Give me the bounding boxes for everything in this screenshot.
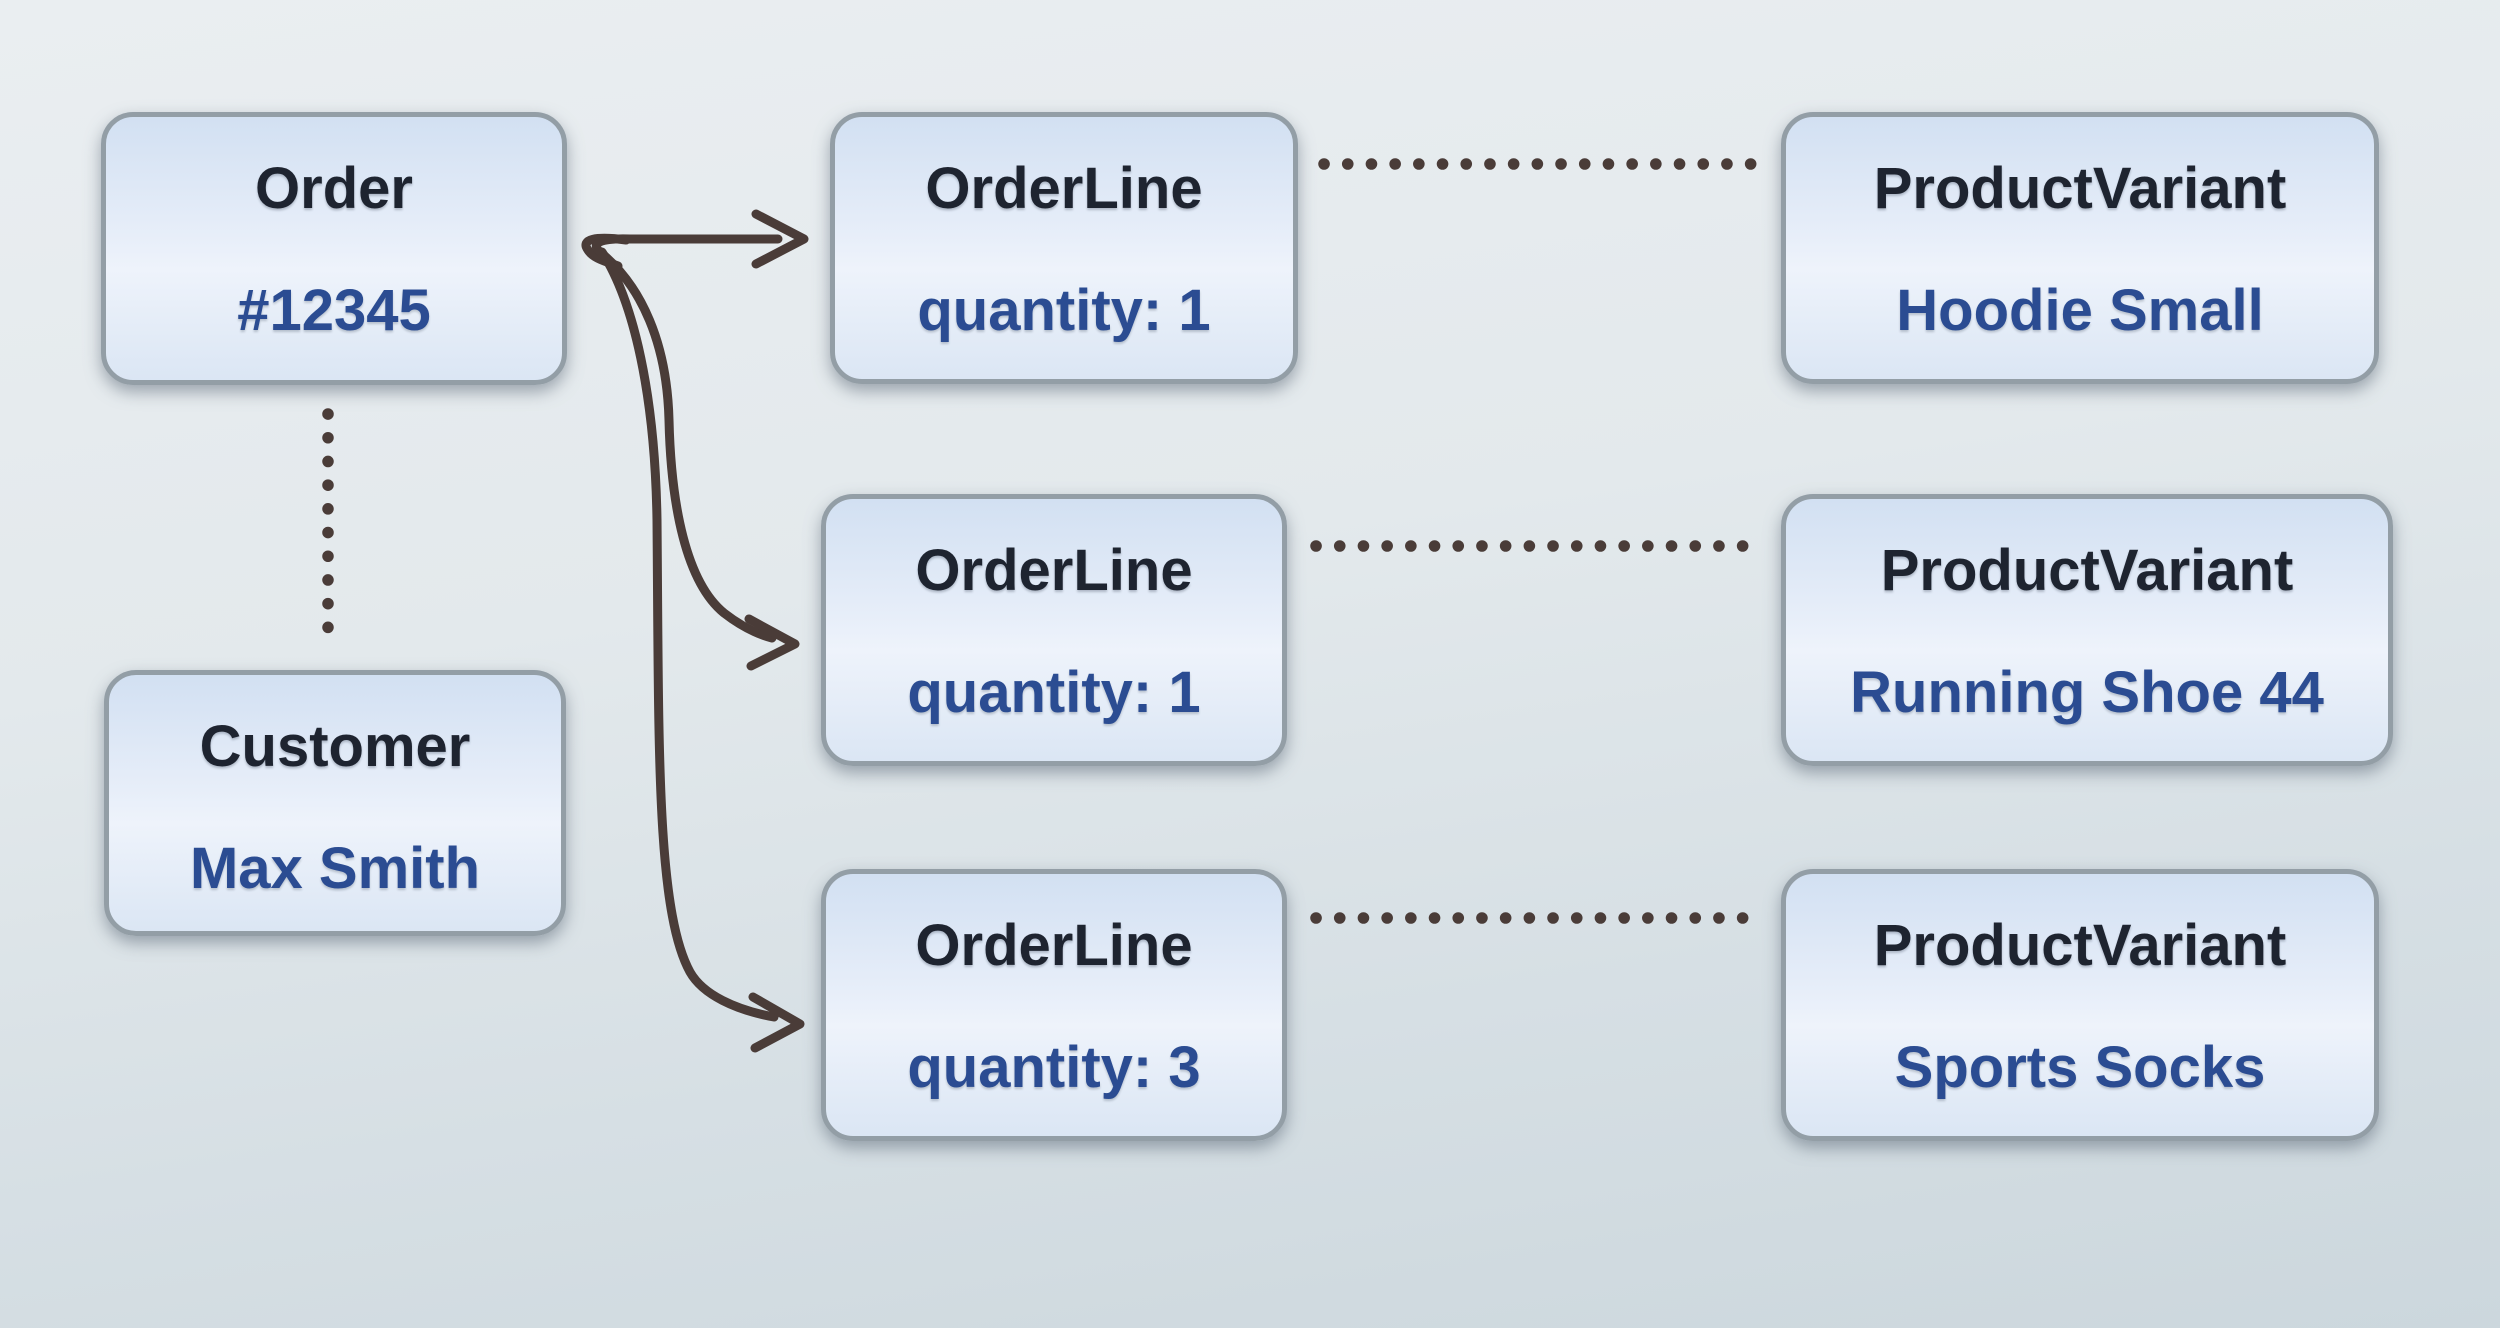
edge-order-orderline-2-head bbox=[744, 614, 800, 671]
node-value: Max Smith bbox=[189, 836, 481, 901]
node-value: Hoodie Small bbox=[1896, 278, 2264, 343]
node-value: #12345 bbox=[237, 278, 431, 343]
edge-order-orderline-2 bbox=[595, 247, 777, 643]
node-title: ProductVariant bbox=[1873, 913, 2287, 978]
node-value: quantity: 1 bbox=[917, 278, 1211, 343]
node-title: Order bbox=[255, 156, 413, 221]
node-value: quantity: 3 bbox=[907, 1035, 1201, 1100]
node-title: Customer bbox=[199, 714, 471, 779]
node-title: OrderLine bbox=[915, 538, 1193, 603]
node-title: OrderLine bbox=[915, 913, 1193, 978]
node-orderline-3: OrderLine quantity: 3 bbox=[821, 869, 1287, 1141]
node-title: ProductVariant bbox=[1880, 538, 2294, 603]
node-orderline-1: OrderLine quantity: 1 bbox=[830, 112, 1298, 384]
node-title: ProductVariant bbox=[1873, 156, 2287, 221]
node-productvariant-1: ProductVariant Hoodie Small bbox=[1781, 112, 2379, 384]
node-value: Running Shoe 44 bbox=[1850, 660, 2324, 725]
node-productvariant-2: ProductVariant Running Shoe 44 bbox=[1781, 494, 2393, 766]
node-value: quantity: 1 bbox=[907, 660, 1201, 725]
node-title: OrderLine bbox=[925, 156, 1203, 221]
node-order: Order #12345 bbox=[101, 112, 567, 385]
node-orderline-2: OrderLine quantity: 1 bbox=[821, 494, 1287, 766]
node-productvariant-3: ProductVariant Sports Socks bbox=[1781, 869, 2379, 1141]
edge-order-orderline-3 bbox=[597, 247, 779, 1022]
edge-origin-curl bbox=[581, 233, 631, 271]
edge-order-orderline-3-head bbox=[748, 992, 805, 1053]
node-customer: Customer Max Smith bbox=[104, 670, 566, 936]
edge-order-orderline-1 bbox=[591, 234, 783, 257]
node-value: Sports Socks bbox=[1894, 1035, 2266, 1100]
edge-order-orderline-1-head bbox=[751, 209, 809, 269]
